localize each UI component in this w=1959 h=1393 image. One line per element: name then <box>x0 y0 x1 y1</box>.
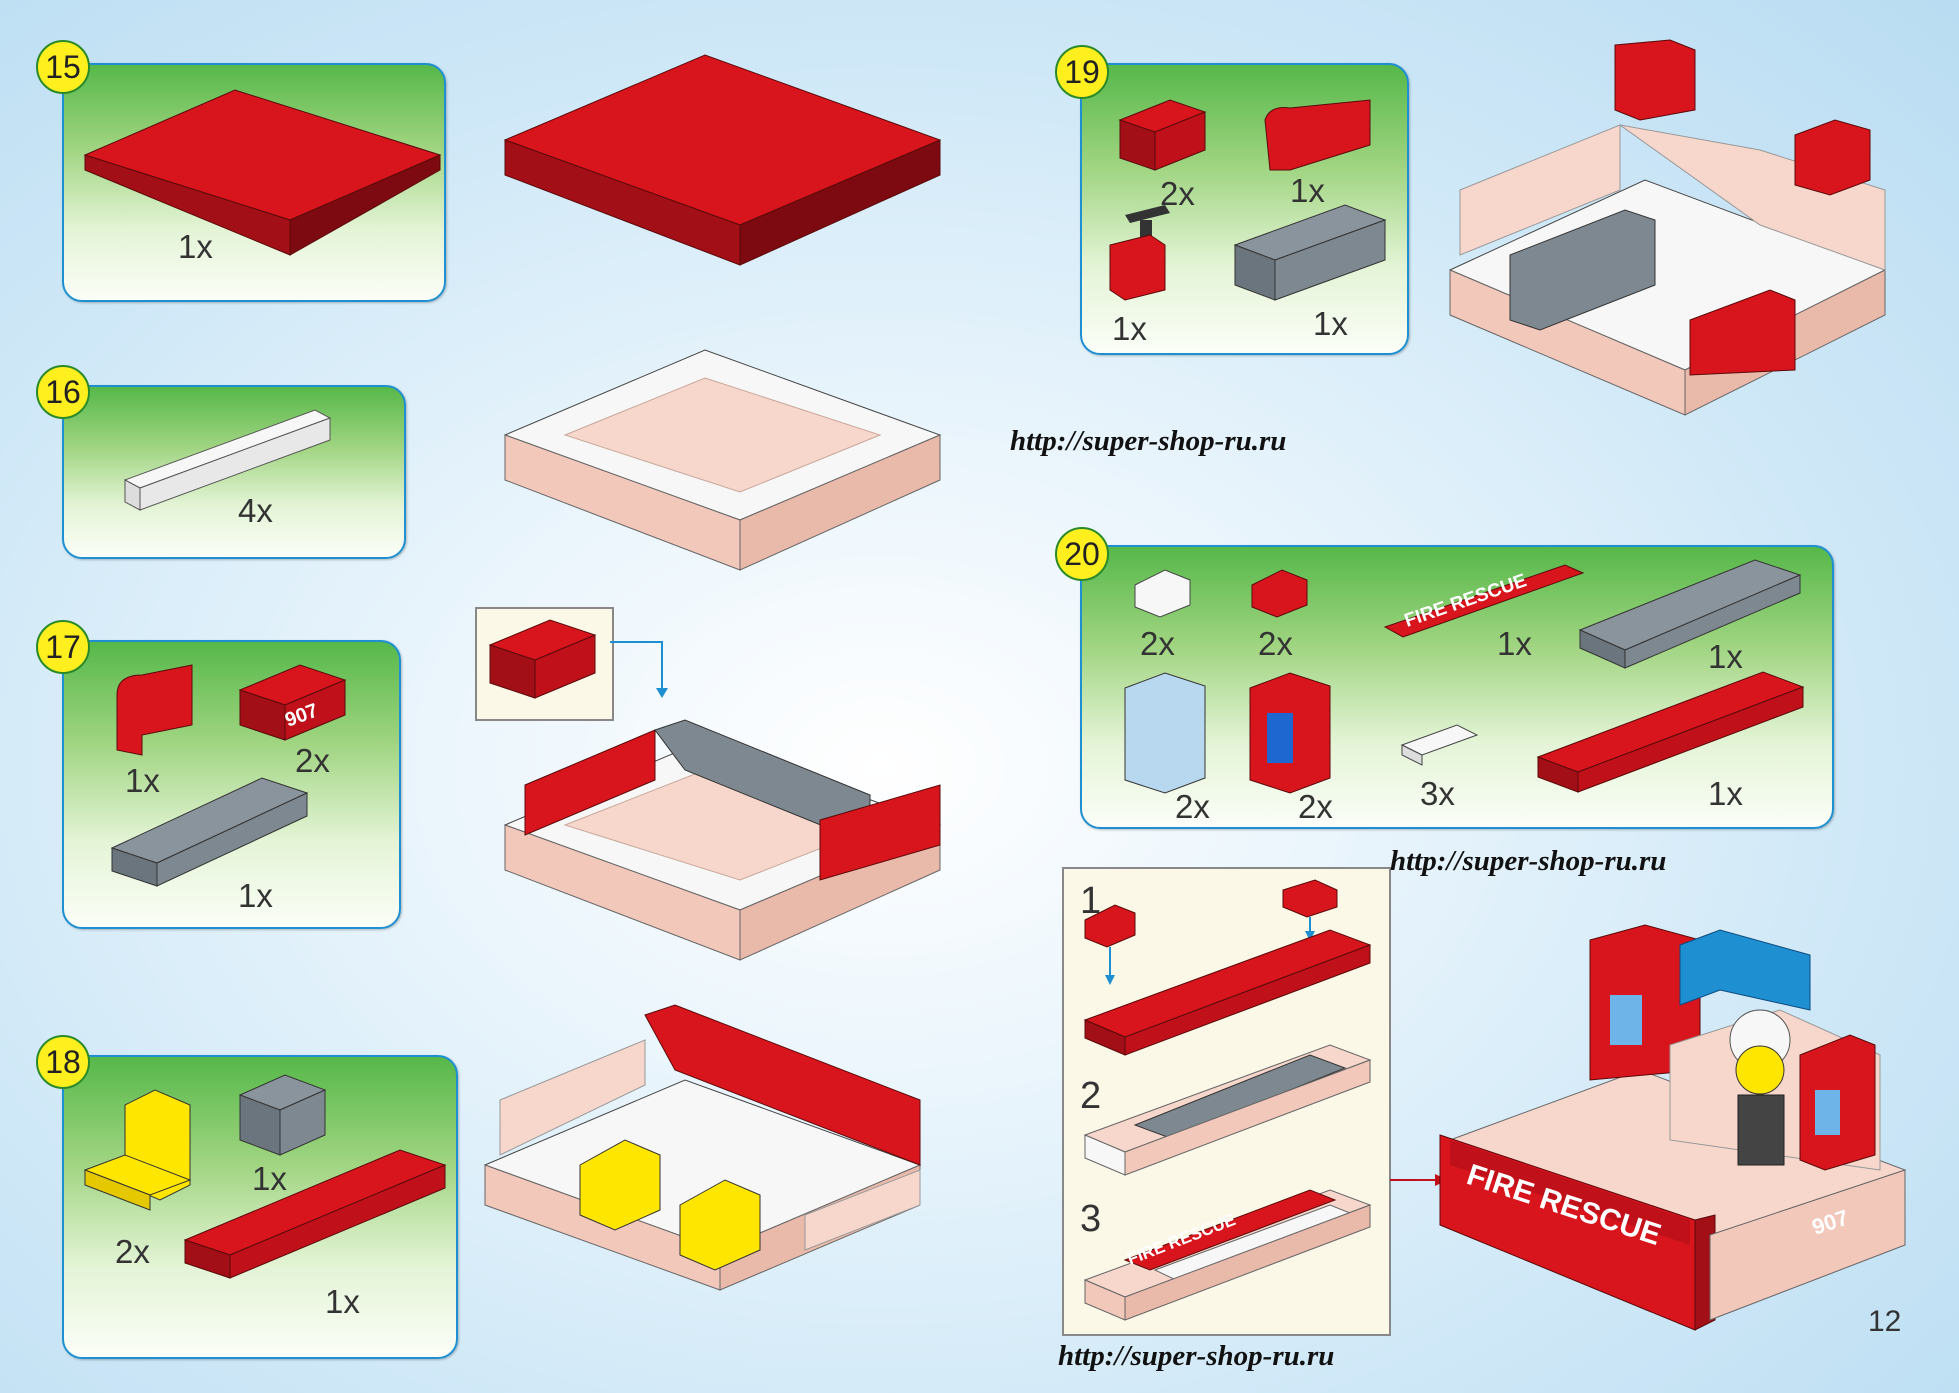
step-19-qty-2: 1x <box>1290 172 1325 209</box>
subassembly-step-1: 1 <box>1080 880 1102 922</box>
red-curved-panel-part <box>116 664 193 756</box>
white-slope-part <box>1134 569 1191 618</box>
step-17-qty-3: 1x <box>238 877 273 914</box>
red-brick-907-part: 907 <box>238 664 347 741</box>
white-plate-1x6-part <box>123 409 332 511</box>
website-url-3: http://super-shop-ru.ru <box>1058 1340 1335 1372</box>
step-19-qty-4: 1x <box>1313 305 1348 342</box>
step-17-qty-2: 2x <box>295 742 330 779</box>
page-number: 12 <box>1868 1305 1902 1338</box>
red-plate-2x8-part <box>1536 671 1805 793</box>
step-15-number: 15 <box>36 40 90 94</box>
step-20-qty-7: 3x <box>1420 775 1455 812</box>
step-18-number: 18 <box>36 1035 90 1089</box>
fire-rescue-tile-text: FIRE RESCUE <box>1402 570 1530 631</box>
red-window-panel-part <box>1249 672 1331 794</box>
red-slope-part <box>1251 569 1308 618</box>
step-15-qty: 1x <box>178 228 213 265</box>
subassembly-step-3: 3 <box>1080 1198 1102 1240</box>
subassembly-3-drawing: FIRE RESCUE <box>1083 1189 1372 1321</box>
subassembly-2-drawing <box>1083 1044 1372 1176</box>
step-15-result <box>503 54 942 266</box>
step-20-qty-8: 1x <box>1708 775 1743 812</box>
step-20-number: 20 <box>1055 527 1109 581</box>
step-20-qty-3: 1x <box>1497 625 1532 662</box>
step-20-qty-2: 2x <box>1258 625 1293 662</box>
final-fire-rescue-vehicle: FIRE RESCUE 907 <box>1439 924 1907 1331</box>
gray-plate-2x8-part <box>1578 559 1802 669</box>
sticker-callout-brick <box>488 619 597 699</box>
website-url-2: http://super-shop-ru.ru <box>1390 845 1667 877</box>
callout-arrow <box>610 641 668 698</box>
step-18-qty-1: 2x <box>115 1233 150 1270</box>
step-20-qty-1: 2x <box>1140 625 1175 662</box>
step-17-number: 17 <box>36 620 90 674</box>
step-19-qty-3: 1x <box>1112 310 1147 347</box>
step-19-result <box>1448 39 1887 416</box>
step-20-qty-5: 2x <box>1175 788 1210 825</box>
red-brick-1x8-part <box>183 1149 447 1279</box>
fire-rescue-tile-part: FIRE RESCUE <box>1383 564 1585 638</box>
red-brick-1x2-part <box>1118 99 1207 171</box>
step-17-result <box>503 719 942 961</box>
step-17-qty-1: 1x <box>125 762 160 799</box>
white-grille-tile-part <box>1400 724 1479 766</box>
step-16-number: 16 <box>36 365 90 419</box>
light-blue-panel-part <box>1124 672 1206 794</box>
gray-brick-2x2-part <box>238 1074 327 1156</box>
step-18-qty-2: 1x <box>252 1160 287 1197</box>
step-18-qty-3: 1x <box>325 1283 360 1320</box>
step-19-qty-1: 2x <box>1160 175 1195 212</box>
step-16-qty: 4x <box>238 492 273 529</box>
yellow-seat-part <box>83 1089 192 1211</box>
subassembly-1-drawing <box>1083 879 1372 1056</box>
gray-technic-brick-part <box>1233 204 1387 301</box>
step-16-result <box>503 349 942 571</box>
red-steering-column-part <box>1109 205 1170 301</box>
subassembly-step-2: 2 <box>1080 1075 1102 1117</box>
gray-brick-1x6-part <box>110 777 309 887</box>
red-curved-panel-part-2 <box>1264 99 1371 171</box>
step-19-number: 19 <box>1055 45 1109 99</box>
step-20-qty-4: 1x <box>1708 638 1743 675</box>
website-url-1: http://super-shop-ru.ru <box>1010 425 1287 457</box>
step-18-result <box>483 1004 922 1291</box>
red-plate-8x6-part <box>83 89 442 256</box>
step-20-qty-6: 2x <box>1298 788 1333 825</box>
